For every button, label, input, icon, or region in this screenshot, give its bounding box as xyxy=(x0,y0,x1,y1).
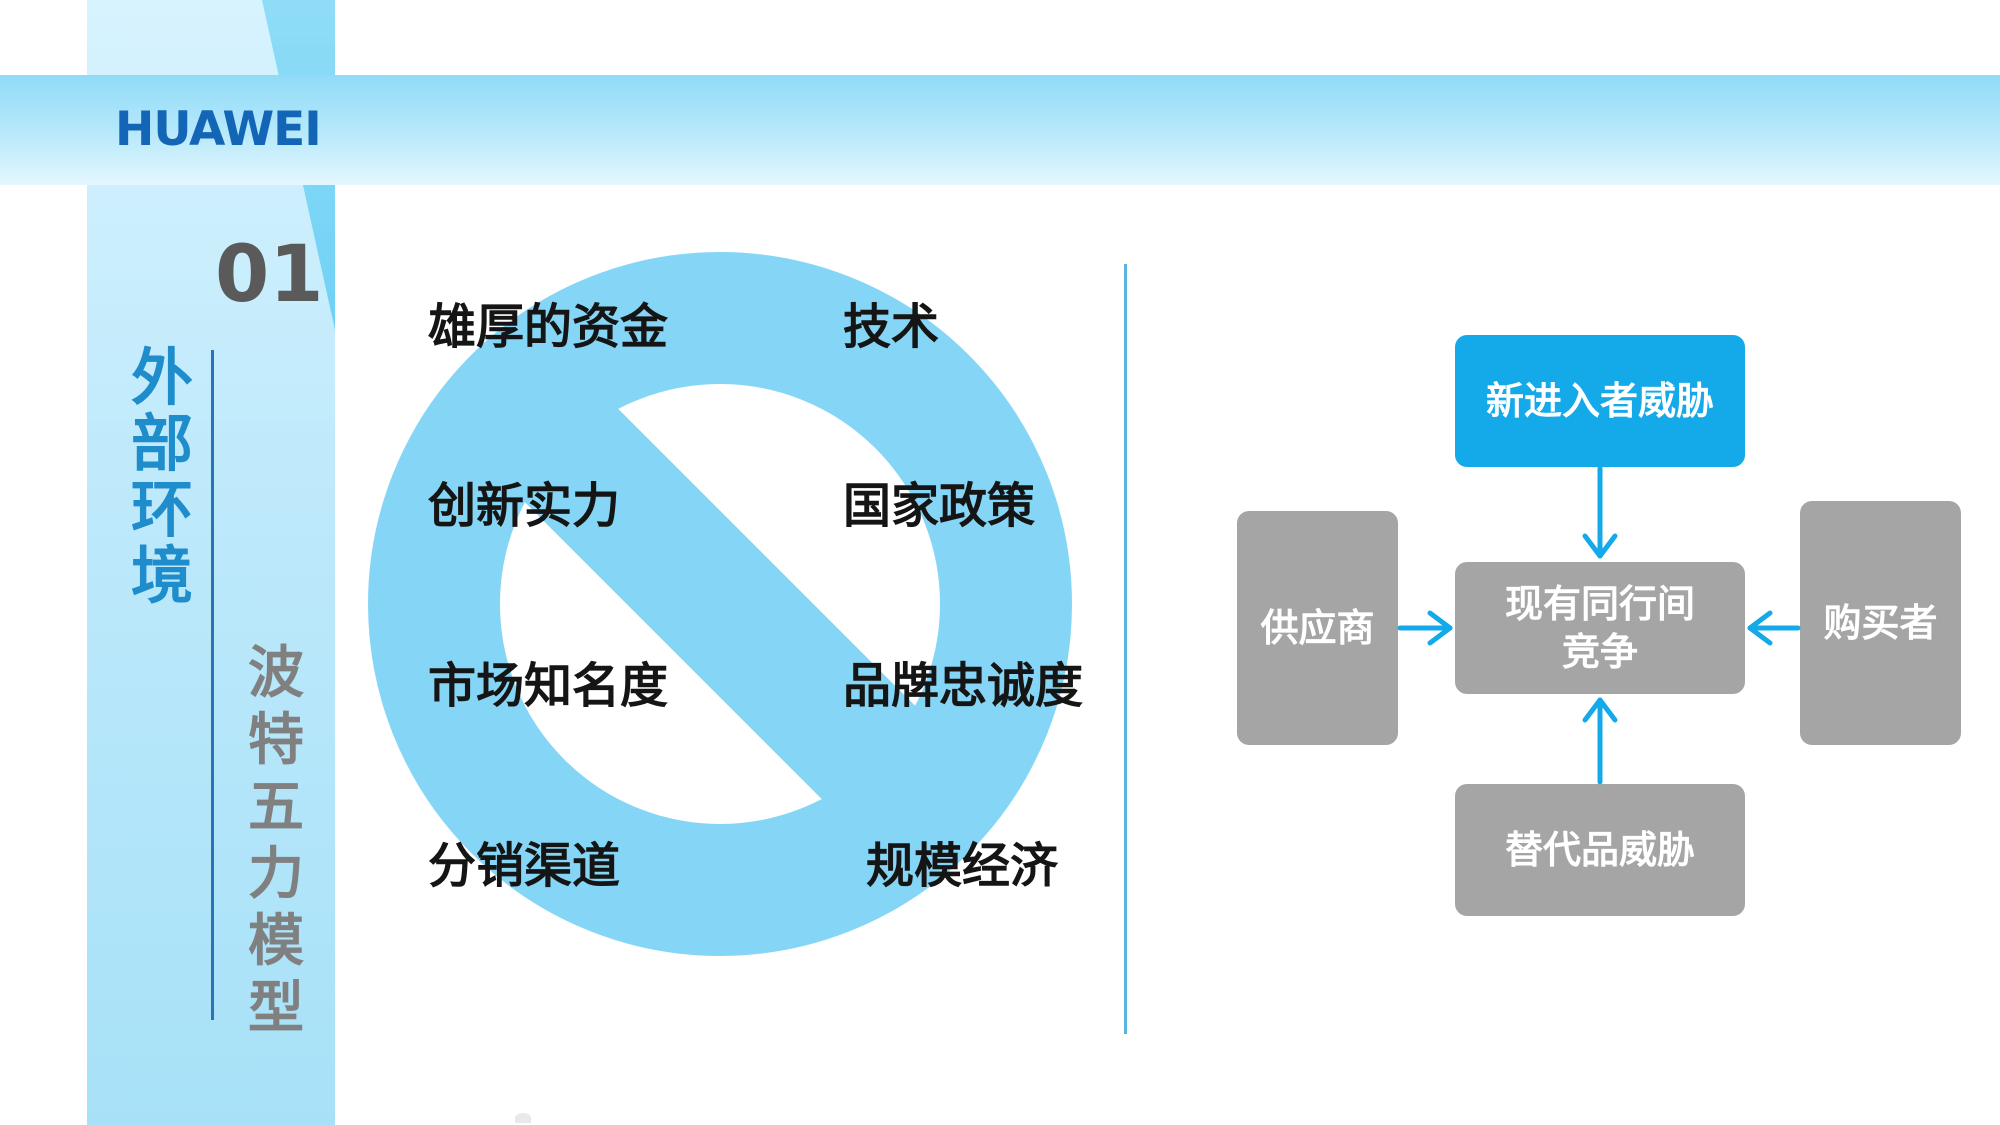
force-rivalry: 现有同行间 竞争 xyxy=(1455,562,1745,694)
force-new-entrants: 新进入者威胁 xyxy=(1455,335,1745,467)
force-buyers: 购买者 xyxy=(1800,501,1961,745)
keyword-market-awareness: 市场知名度 xyxy=(428,658,669,714)
keyword-distribution: 分销渠道 xyxy=(428,838,621,894)
keyword-brand-loyalty: 品牌忠诚度 xyxy=(843,658,1084,714)
arrow-buyers-head xyxy=(1747,610,1773,646)
force-new-entrants-label: 新进入者威胁 xyxy=(1485,379,1714,423)
huawei-logo: HUAWEI xyxy=(115,102,322,157)
force-suppliers-label: 供应商 xyxy=(1260,606,1375,650)
arrow-substitutes-head xyxy=(1582,697,1618,723)
force-buyers-label: 购买者 xyxy=(1823,601,1938,645)
arrow-suppliers-head xyxy=(1427,610,1453,646)
force-suppliers: 供应商 xyxy=(1237,511,1398,745)
keyword-technology: 技术 xyxy=(843,299,940,355)
bottom-decoration xyxy=(515,1113,531,1123)
force-substitutes-label: 替代品威胁 xyxy=(1504,828,1695,872)
header-band xyxy=(0,75,2000,185)
prohibition-icon xyxy=(368,252,1072,956)
section-number: 01 xyxy=(215,230,324,320)
force-rivalry-label-line2: 竞争 xyxy=(1561,630,1638,674)
keyword-national-policy: 国家政策 xyxy=(843,478,1036,534)
section-title: 外部环境 xyxy=(130,341,193,612)
force-substitutes: 替代品威胁 xyxy=(1455,784,1745,916)
arrow-new-entrants-head xyxy=(1582,533,1618,559)
center-divider xyxy=(1124,264,1127,1034)
keyword-economies-of-scale: 规模经济 xyxy=(866,838,1059,894)
force-rivalry-label-line1: 现有同行间 xyxy=(1504,582,1695,626)
keyword-innovation: 创新实力 xyxy=(428,478,621,534)
keyword-capital: 雄厚的资金 xyxy=(428,299,669,355)
title-divider xyxy=(211,350,214,1020)
section-subtitle: 波特五力模型 xyxy=(248,641,304,1041)
